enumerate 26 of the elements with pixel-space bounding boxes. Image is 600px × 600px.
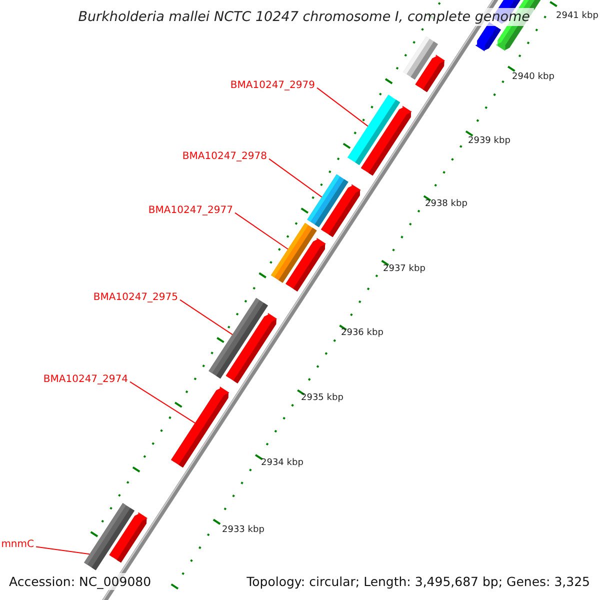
scale-label: 2941 kbp <box>556 11 598 22</box>
gene-feature <box>84 503 135 570</box>
leader-line <box>180 299 233 336</box>
scale-label: 2936 kbp <box>341 328 384 339</box>
gene-feature <box>348 94 400 166</box>
scale-label: 2939 kbp <box>468 136 510 147</box>
leader-line <box>130 381 196 424</box>
gene-label: BMA10247_2978 <box>182 151 267 163</box>
leader-line <box>316 87 368 127</box>
gene-label: BMA10247_2979 <box>230 80 315 92</box>
gene-label: BMA10247_2977 <box>148 205 233 217</box>
gene-feature <box>270 222 317 283</box>
scale-label: 2937 kbp <box>383 264 426 275</box>
scale-label: 2940 kbp <box>512 72 554 83</box>
gene-feature <box>208 298 268 379</box>
leader-line <box>268 158 322 198</box>
scale-label: 2938 kbp <box>425 199 468 210</box>
scale-label: 2935 kbp <box>301 393 344 404</box>
leader-line <box>234 212 288 250</box>
scale-label: 2934 kbp <box>261 458 304 469</box>
gene-label: BMA10247_2975 <box>93 292 178 304</box>
leader-line <box>36 546 90 555</box>
gene-label: BMA10247_2974 <box>43 374 128 386</box>
scale-label: 2933 kbp <box>222 525 264 536</box>
gene-feature <box>307 174 348 228</box>
gene-label: mnmC <box>1 539 34 551</box>
